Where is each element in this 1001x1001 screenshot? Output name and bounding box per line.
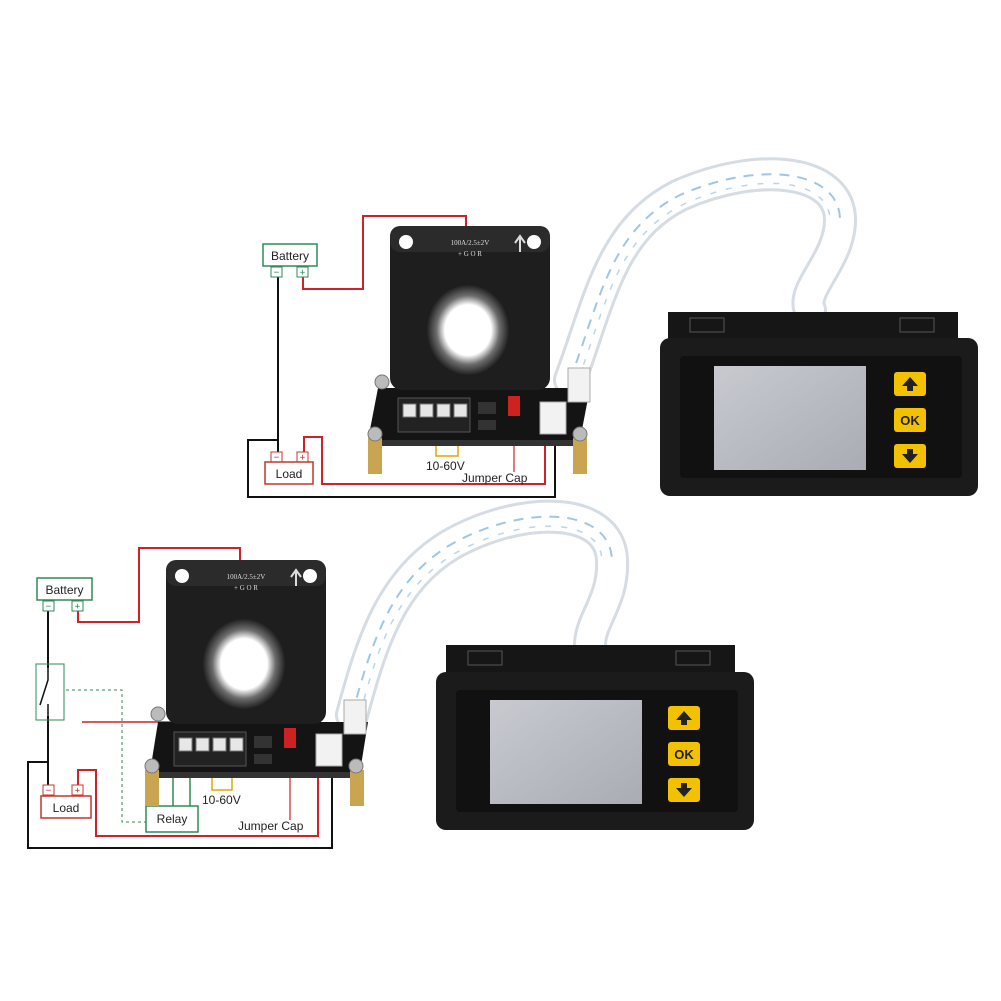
down-button[interactable] <box>894 444 926 468</box>
voltage-label: 10-60V <box>426 459 465 473</box>
sensor-hole <box>202 618 286 710</box>
battery-label: Battery <box>45 583 83 597</box>
up-button[interactable] <box>894 372 926 396</box>
arrow-up-icon <box>676 711 692 725</box>
sensor-label-1: 100A/2.5±2V <box>451 239 490 247</box>
battery-plus: + <box>75 602 81 612</box>
down-button[interactable] <box>668 778 700 802</box>
sensor-label-2: + G O R <box>458 250 482 258</box>
ribbon-cable-top <box>553 157 858 397</box>
load-label: Load <box>276 467 303 481</box>
ok-label: OK <box>674 747 694 762</box>
sensor-label-2: + G O R <box>234 584 258 592</box>
load-box-bottom: − + Load <box>40 784 92 819</box>
arrow-up-icon <box>290 568 302 586</box>
current-sensor-bottom: 100A/2.5±2V + G O R <box>144 560 368 806</box>
battery-plus: + <box>300 268 306 278</box>
arrow-down-icon <box>902 449 918 463</box>
diagram-top: Battery − + − + Load <box>247 157 978 498</box>
voltage-label: 10-60V <box>202 793 241 807</box>
relay-label: Relay <box>157 812 188 826</box>
battery-minus: − <box>46 602 52 612</box>
load-minus: − <box>46 786 52 796</box>
ok-label: OK <box>900 413 920 428</box>
ribbon-cable-bottom <box>335 499 630 732</box>
battery-box-top: Battery − + <box>262 243 318 278</box>
sensor-hole <box>426 284 510 376</box>
battery-box-bottom: Battery − + <box>36 577 93 612</box>
load-label: Load <box>53 801 80 815</box>
lcd-screen <box>490 700 642 804</box>
battery-label: Battery <box>271 249 309 263</box>
up-button[interactable] <box>668 706 700 730</box>
relay-box: Relay <box>145 805 199 833</box>
meter-display-bottom: OK <box>436 645 754 830</box>
relay-switch-box <box>35 663 65 721</box>
sensor-label-1: 100A/2.5±2V <box>227 573 266 581</box>
arrow-up-icon <box>514 234 526 252</box>
arrow-down-icon <box>676 783 692 797</box>
diagram-bottom: Battery − + − + Load Relay <box>27 499 754 849</box>
jumper-cap-label: Jumper Cap <box>238 819 304 833</box>
load-box-top: − + Load <box>264 451 314 485</box>
current-sensor-top: 100A/2.5±2V + G O R <box>367 226 591 474</box>
load-plus: + <box>300 453 306 463</box>
load-minus: − <box>274 453 280 463</box>
ok-button[interactable]: OK <box>894 408 926 432</box>
jumper-cap-label: Jumper Cap <box>462 471 528 485</box>
arrow-up-icon <box>902 377 918 391</box>
meter-display-top: OK <box>660 312 978 496</box>
load-plus: + <box>75 786 81 796</box>
battery-minus: − <box>274 268 280 278</box>
lcd-screen <box>714 366 866 470</box>
ok-button[interactable]: OK <box>668 742 700 766</box>
